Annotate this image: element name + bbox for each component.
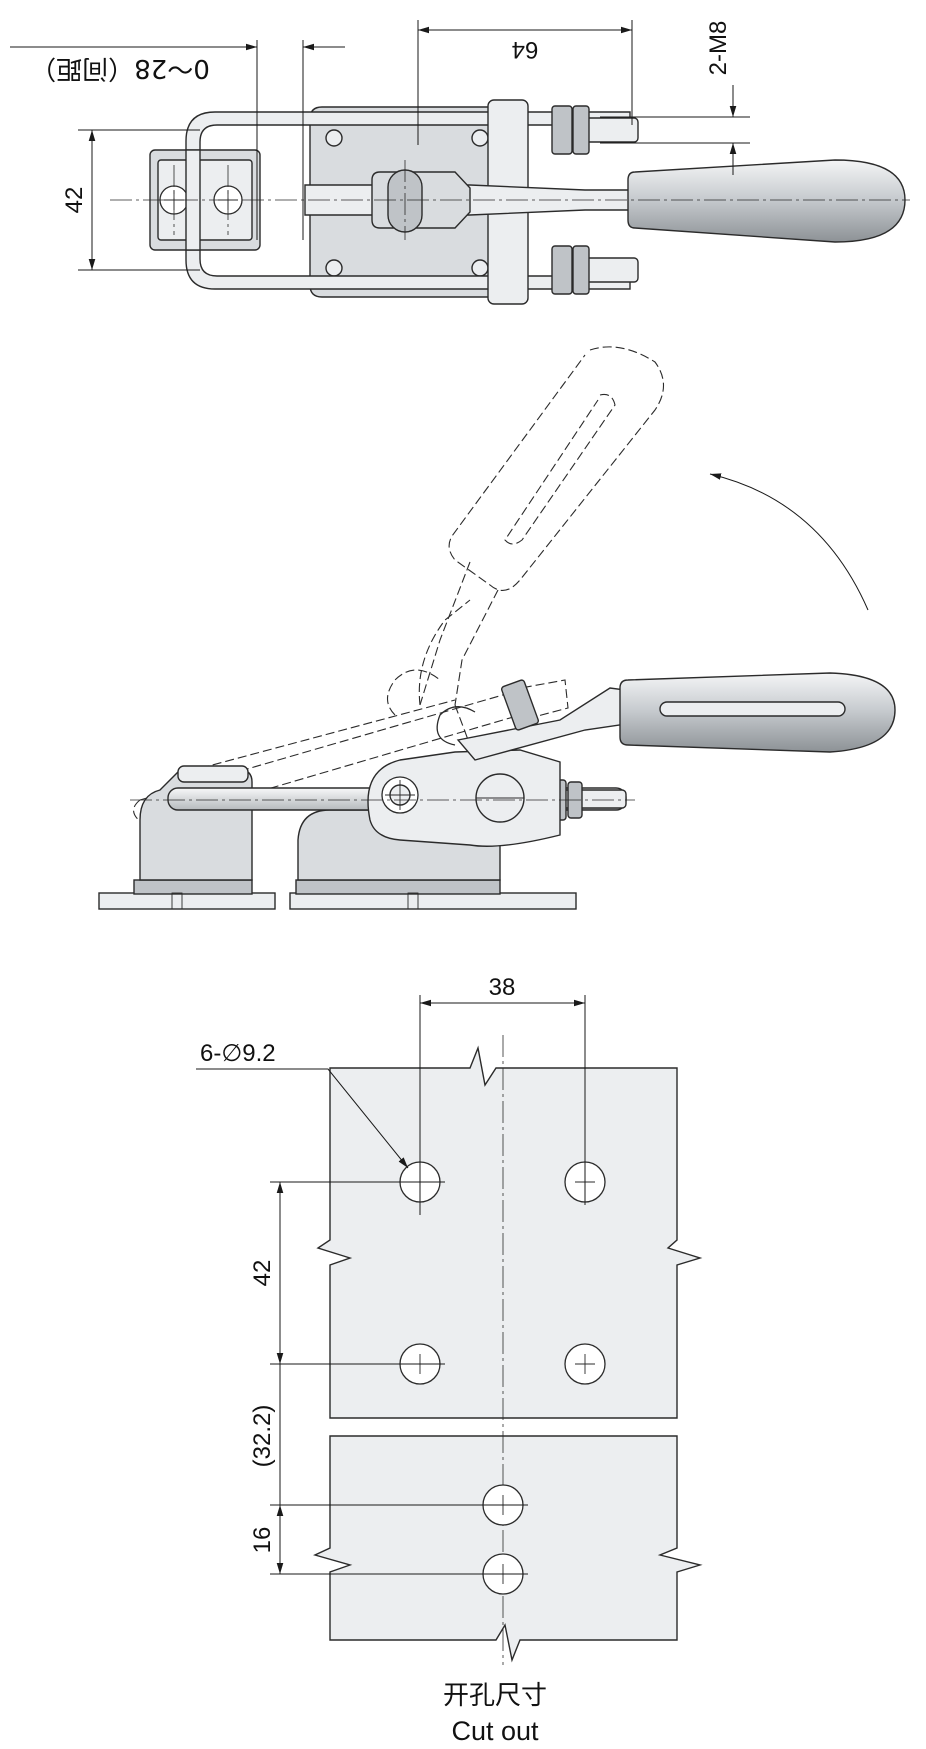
- cutout-view: 38 6-∅9.2 42 (32.2) 16 开孔尺寸 Cut out: [196, 974, 703, 1746]
- dim-vertical-label: 42: [249, 1260, 276, 1287]
- catch-top: [177, 765, 249, 783]
- mount-plate: [295, 879, 501, 895]
- link-arm: [367, 749, 561, 847]
- dim-gap-label: 0～28（间距）: [30, 53, 210, 83]
- nut: [551, 105, 573, 155]
- dim-width-label: 42: [61, 187, 88, 214]
- dim-length-label: 64: [512, 36, 539, 63]
- dim-horizontal-label: 38: [489, 974, 516, 1001]
- plate-hole: [471, 259, 489, 277]
- clamp-base-plate: [289, 892, 577, 910]
- dim-span-label: (32.2): [249, 1405, 276, 1468]
- nut: [551, 245, 573, 295]
- plate-hole: [471, 129, 489, 147]
- plate-hole: [325, 259, 343, 277]
- mount-plate: [133, 879, 253, 895]
- plate-hole: [325, 129, 343, 147]
- caption-english: Cut out: [451, 1716, 539, 1746]
- dim-thread-label: 2-M8: [705, 21, 732, 76]
- nut: [572, 105, 590, 155]
- handle: [627, 159, 906, 243]
- catch-base-plate: [98, 892, 276, 910]
- dim-offset-label: 16: [249, 1527, 276, 1554]
- dim-hole-label: 6-∅9.2: [200, 1040, 276, 1067]
- open-position-outline: [133, 346, 665, 826]
- rotation-arrow: [709, 473, 869, 611]
- cutout-plate-lower: [313, 1435, 703, 1663]
- top-view: [110, 99, 910, 305]
- top-view-dimensions: 0～28（间距） 64 2-M8 42: [10, 20, 750, 271]
- side-view: [98, 346, 896, 910]
- lever: [456, 687, 641, 761]
- caption-chinese: 开孔尺寸: [443, 1681, 547, 1711]
- catch-body: [139, 769, 253, 881]
- cutout-plate-upper: [316, 1045, 703, 1419]
- handle-grip-slot: [659, 701, 846, 717]
- nut: [572, 245, 590, 295]
- adjust-nut: [501, 679, 539, 731]
